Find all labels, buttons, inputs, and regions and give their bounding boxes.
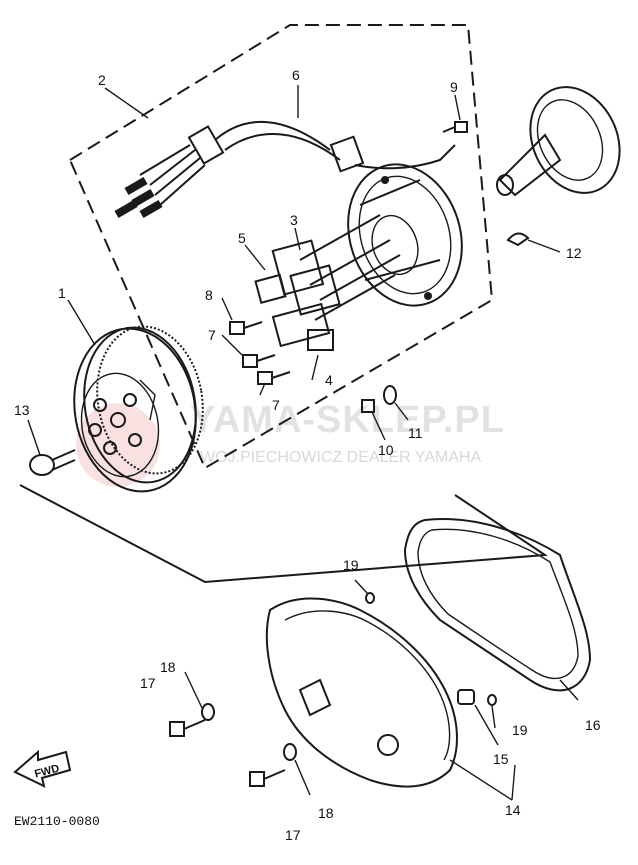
label-part-18a: 18	[160, 659, 176, 675]
label-part-2: 2	[98, 72, 106, 88]
pins-19	[365, 592, 497, 706]
bolt-10-washer-11	[361, 385, 397, 413]
label-part-12: 12	[566, 245, 582, 261]
pickup-coils	[254, 214, 401, 351]
flywheel-rotor	[73, 325, 204, 493]
label-part-9: 9	[450, 79, 458, 95]
label-part-13: 13	[14, 402, 30, 418]
watermark-sub: WOJ.PIECHOWICZ DEALER YAMAHA	[200, 449, 482, 466]
label-part-14: 14	[505, 802, 521, 818]
label-part-15: 15	[493, 751, 509, 767]
rotor-nut	[29, 449, 76, 476]
label-part-7a: 7	[208, 327, 216, 343]
forward-direction-arrow: FWD	[13, 749, 72, 788]
label-part-6: 6	[292, 67, 300, 83]
watermark-main: YAMA-SKLEP.PL	[190, 399, 505, 441]
label-part-3: 3	[290, 212, 298, 228]
watermark: YAMA-SKLEP.PL WOJ.PIECHOWICZ DEALER YAMA…	[76, 399, 505, 487]
label-part-11: 11	[408, 425, 423, 441]
crankshaft-housing	[496, 86, 621, 197]
wire-lead-part	[114, 120, 456, 218]
cover-gasket	[403, 518, 592, 692]
label-part-16: 16	[585, 717, 601, 733]
bolt-9	[442, 121, 468, 133]
label-part-18b: 18	[318, 805, 334, 821]
label-part-1: 1	[58, 285, 66, 301]
cover-bolts-17	[169, 719, 286, 787]
label-part-5: 5	[238, 230, 246, 246]
label-part-17b: 17	[285, 827, 301, 843]
stator-plate	[347, 163, 463, 307]
leader-lines	[27, 85, 579, 801]
group-bracket-line	[19, 484, 548, 584]
fwd-label: FWD	[33, 762, 60, 780]
label-part-7b: 7	[272, 397, 280, 413]
label-part-19a: 19	[343, 557, 359, 573]
subassembly-outline	[68, 24, 494, 470]
label-part-4: 4	[325, 372, 333, 388]
label-part-10: 10	[378, 442, 394, 458]
drawing-code: EW2110-0080	[14, 814, 100, 829]
label-part-8: 8	[205, 287, 213, 303]
part-number-labels: 2 6 9 3 5 12 1 8 7 4 7 13 10 11 19 18 17…	[14, 67, 601, 843]
dowel-pin	[457, 689, 475, 705]
label-part-17a: 17	[140, 675, 156, 691]
label-part-19b: 19	[512, 722, 528, 738]
side-cover	[265, 597, 458, 788]
woodruff-key	[506, 232, 530, 247]
screws-7-8	[229, 321, 291, 385]
washers-18	[201, 703, 297, 761]
cover-gasket-inner	[417, 528, 579, 680]
